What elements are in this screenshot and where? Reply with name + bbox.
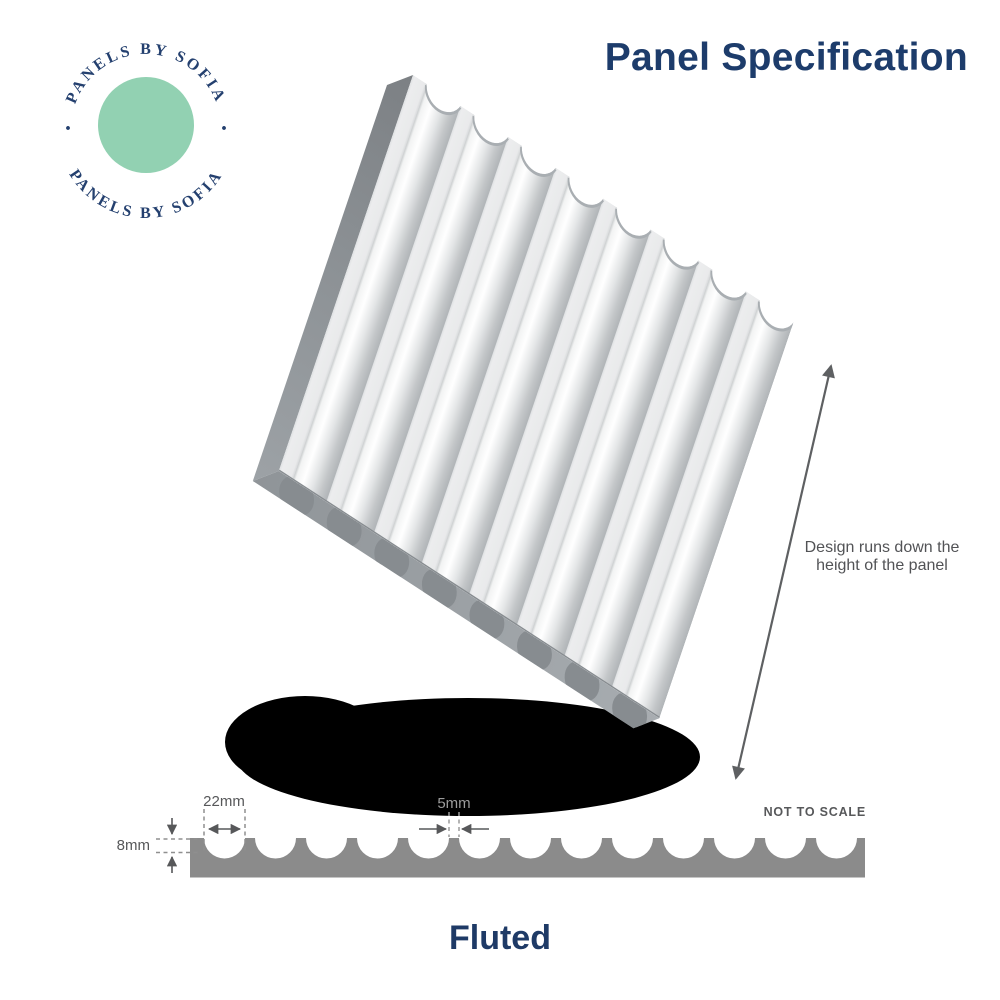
dim-thickness: 8mm (117, 818, 198, 873)
logo-separator-right: · (220, 116, 228, 142)
caption-line-1: Design runs down the (804, 539, 960, 556)
height-arrow (732, 364, 835, 780)
caption-line-2: height of the panel (816, 557, 948, 574)
panel-style-name: Fluted (449, 919, 551, 957)
panel-front-face (278, 75, 794, 719)
scale-note: NOT TO SCALE (763, 805, 866, 819)
dim-flute-width-label: 22mm (203, 793, 245, 810)
dim-flute-gap-label: 5mm (437, 795, 470, 812)
dim-flute-width: 22mm (203, 793, 246, 851)
fluted-panel-3d (252, 75, 794, 733)
brand-logo: PANELS BY SOFIA PANELS BY SOFIA · · (63, 41, 228, 222)
dim-flute-gap: 5mm (419, 795, 489, 837)
flute-top-scallop-shading (424, 84, 794, 332)
cross-section-profile (190, 838, 865, 878)
logo-circle (98, 77, 194, 173)
panel-side-face (252, 75, 413, 482)
panel-shadow-ellipse (225, 696, 700, 816)
page-title: Panel Specification (604, 36, 968, 79)
height-arrow-caption: Design runs down the height of the panel (787, 539, 977, 575)
logo-separator-left: · (64, 116, 72, 142)
dim-thickness-label: 8mm (117, 837, 150, 854)
